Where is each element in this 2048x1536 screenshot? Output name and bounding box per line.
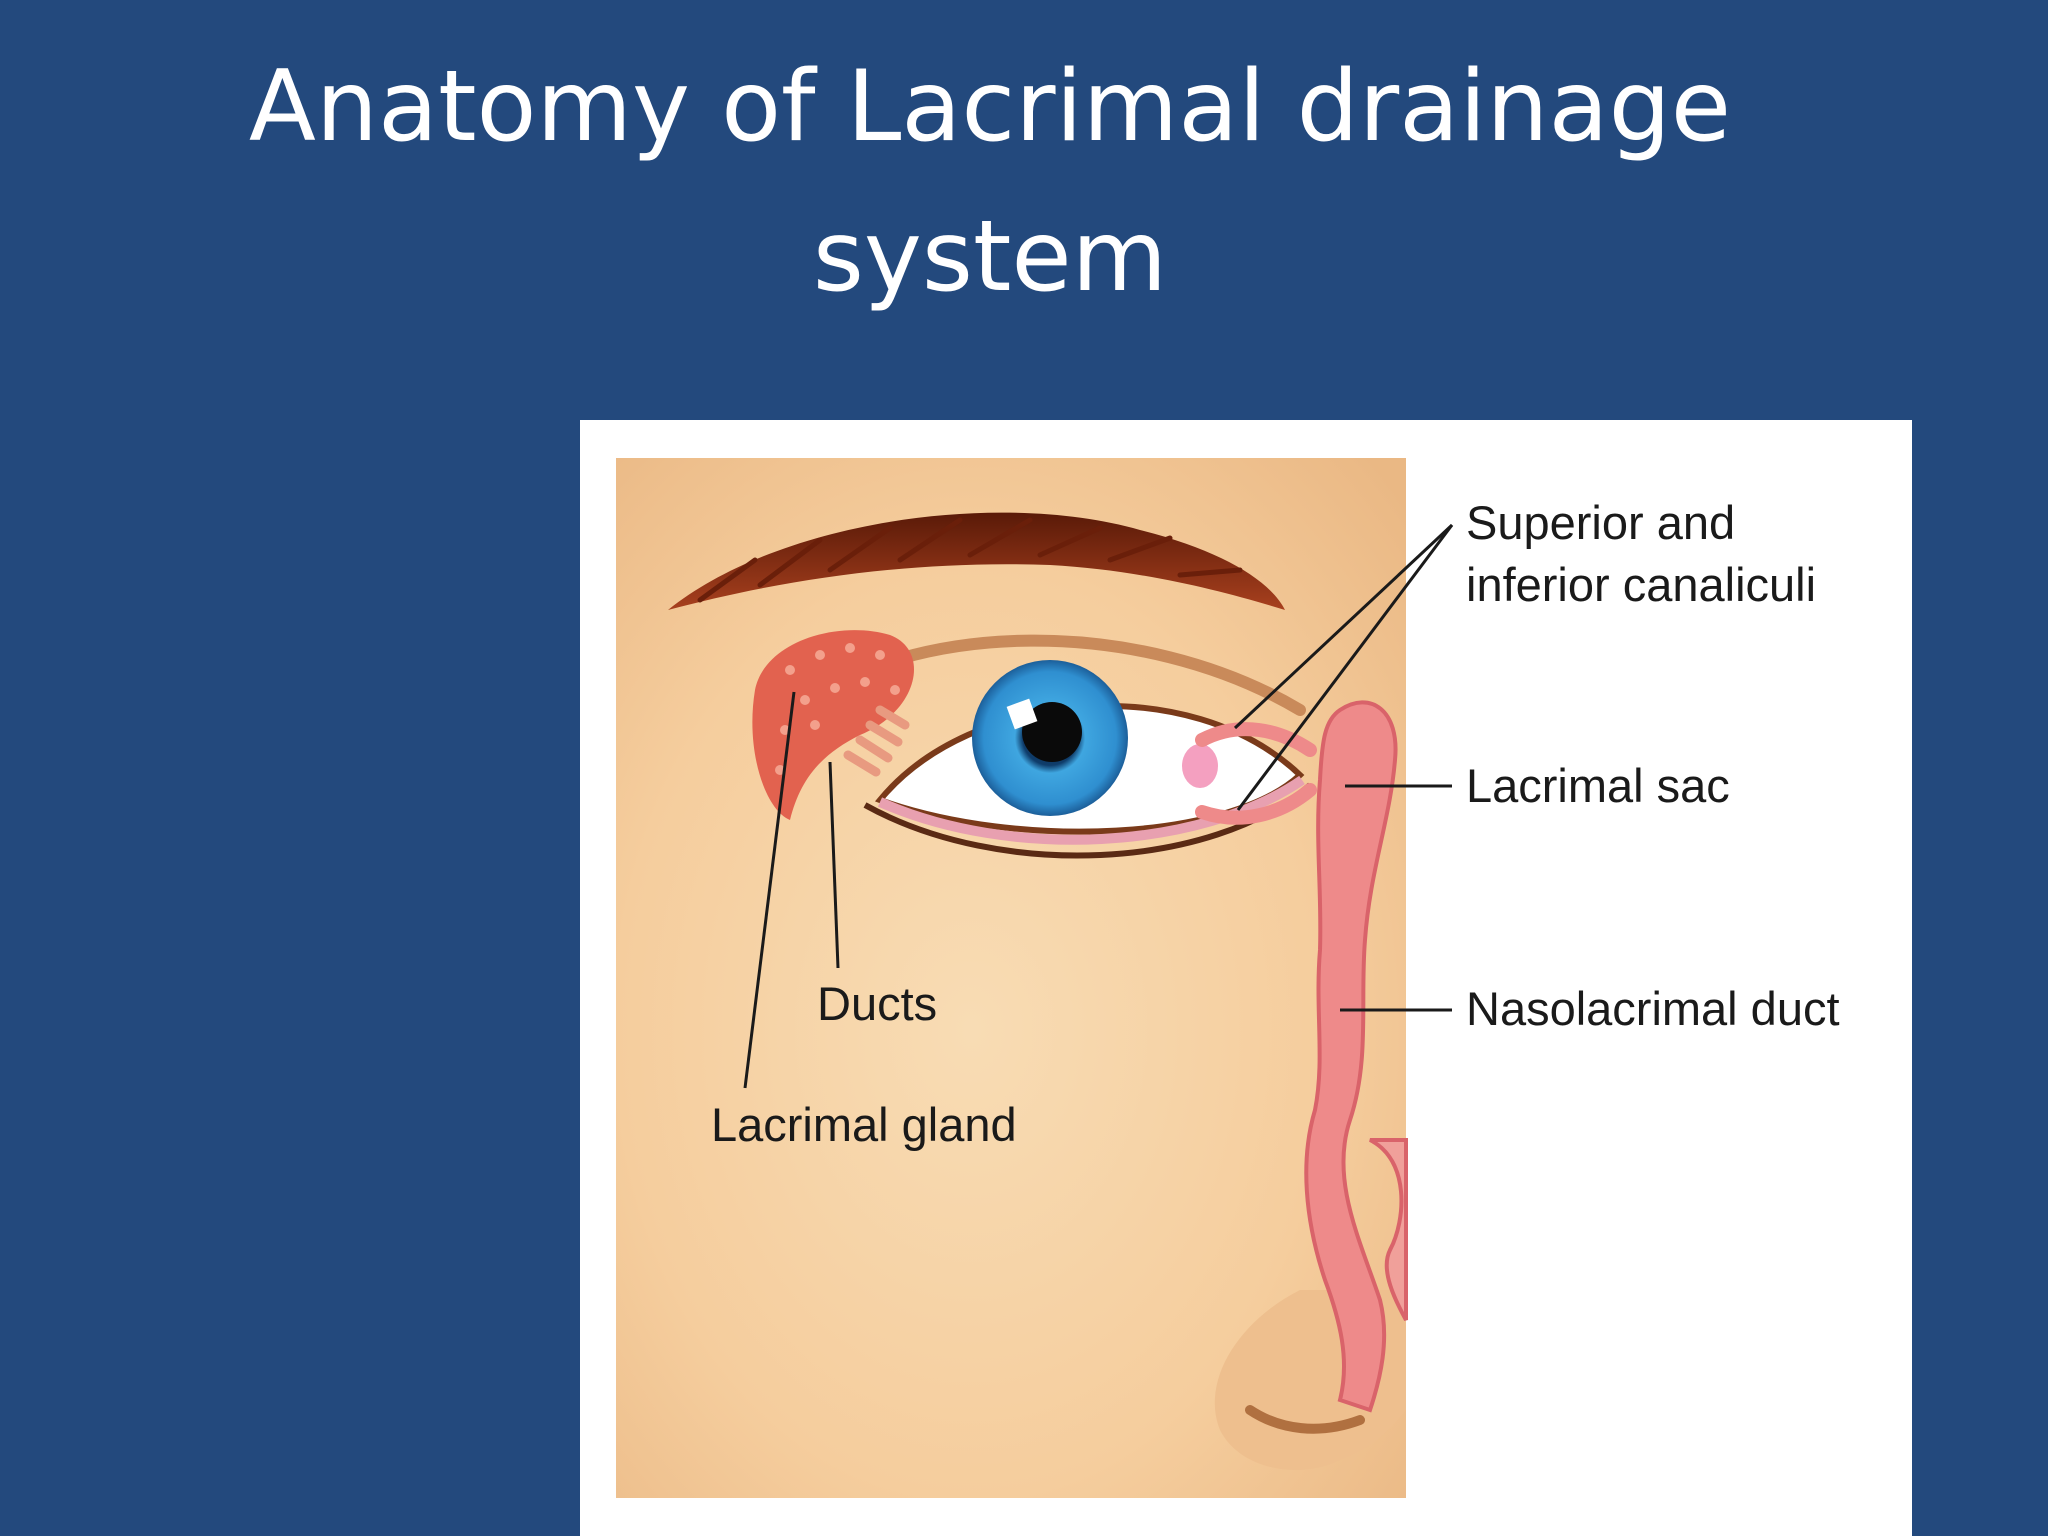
label-canaliculi: Superior and inferior canaliculi [1466, 492, 1816, 616]
label-lacrimal-sac: Lacrimal sac [1466, 759, 1730, 812]
lacrimal-gland [752, 630, 914, 820]
superior-canaliculus [1195, 722, 1317, 757]
slide-title-line-2: system [812, 200, 1168, 314]
leader-ducts [828, 761, 840, 969]
leader-canaliculi-inferior [1236, 524, 1454, 811]
pupil [1022, 702, 1082, 762]
lower-eyelid [877, 775, 1305, 845]
anatomy-figure: Superior and inferior canaliculi Lacrima… [580, 420, 1912, 1536]
nostril [1245, 1405, 1365, 1434]
leader-lacrimal-gland [743, 691, 796, 1089]
label-canaliculi-line-1: Superior and [1466, 496, 1736, 549]
leader-canaliculi-superior [1233, 523, 1454, 730]
slide-title-line-1: Anatomy of Lacrimal drainage [248, 50, 1732, 164]
leader-lines [743, 523, 1454, 1089]
label-canaliculi-line-2: inferior canaliculi [1466, 558, 1817, 611]
nasal-turbinate [1369, 1138, 1408, 1321]
lacrimal-sac-and-duct [1304, 700, 1398, 1413]
eye-highlight [1006, 698, 1038, 730]
lacrimal-anatomy-illustration [616, 458, 1454, 1498]
label-lacrimal-gland: Lacrimal gland [711, 1098, 1017, 1151]
slide-title: Anatomy of Lacrimal drainage system [180, 32, 1800, 332]
eyebrow [668, 512, 1285, 610]
inferior-canaliculus [1195, 783, 1317, 825]
caruncle [1182, 744, 1218, 788]
label-ducts: Ducts [817, 977, 938, 1030]
label-nasolacrimal-duct: Nasolacrimal duct [1466, 982, 1840, 1035]
